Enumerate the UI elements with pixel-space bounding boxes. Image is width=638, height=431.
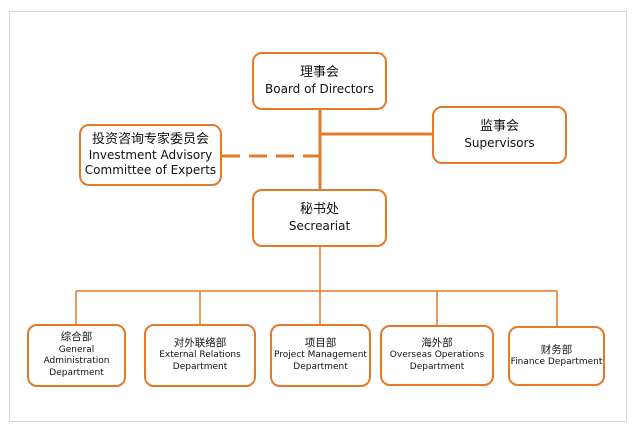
advisory-zh-label: 投资咨询专家委员会 bbox=[91, 131, 209, 147]
supervisors-zh-label: 监事会 bbox=[479, 119, 519, 135]
investment-advisory-committee-node: 投资咨询专家委员会 Investment Advisory Committee … bbox=[79, 124, 222, 186]
overseas-en-line1: Overseas Operations bbox=[389, 350, 485, 361]
project-management-department-node: 项目部 Project Management Department bbox=[270, 324, 371, 387]
diagram-frame bbox=[9, 11, 627, 422]
board-en-label: Board of Directors bbox=[265, 81, 374, 96]
board-of-directors-node: 理事会 Board of Directors bbox=[252, 52, 387, 110]
external-relations-department-node: 对外联络部 External Relations Department bbox=[144, 324, 256, 387]
supervisors-en-label: Supervisors bbox=[464, 135, 535, 150]
overseas-zh-label: 海外部 bbox=[421, 337, 453, 350]
advisory-en-line1: Investment Advisory bbox=[88, 148, 213, 163]
finance-department-node: 财务部 Finance Department bbox=[508, 326, 605, 386]
secretariat-node: 秘书处 Secreariat bbox=[252, 189, 387, 247]
external-zh-label: 对外联络部 bbox=[173, 337, 227, 350]
external-en-line1: External Relations bbox=[159, 350, 241, 361]
advisory-en-line2: Committee of Experts bbox=[84, 163, 217, 178]
supervisors-node: 监事会 Supervisors bbox=[432, 106, 567, 164]
project-en-line1: Project Management bbox=[274, 350, 367, 361]
general-en-line2: Administration bbox=[43, 356, 110, 367]
general-en-line1: General bbox=[58, 344, 95, 355]
overseas-operations-department-node: 海外部 Overseas Operations Department bbox=[380, 325, 494, 386]
general-zh-label: 综合部 bbox=[60, 331, 93, 344]
project-en-line2: Department bbox=[293, 362, 348, 373]
overseas-en-line2: Department bbox=[409, 362, 465, 373]
finance-en-label: Finance Department bbox=[510, 356, 603, 367]
board-zh-label: 理事会 bbox=[299, 65, 339, 81]
finance-zh-label: 财务部 bbox=[540, 343, 573, 356]
general-administration-department-node: 综合部 General Administration Department bbox=[27, 324, 126, 387]
external-en-line2: Department bbox=[172, 362, 228, 373]
secretariat-en-label: Secreariat bbox=[288, 218, 351, 233]
secretariat-zh-label: 秘书处 bbox=[299, 202, 339, 218]
general-en-line3: Department bbox=[49, 367, 104, 378]
project-zh-label: 项目部 bbox=[304, 337, 337, 350]
